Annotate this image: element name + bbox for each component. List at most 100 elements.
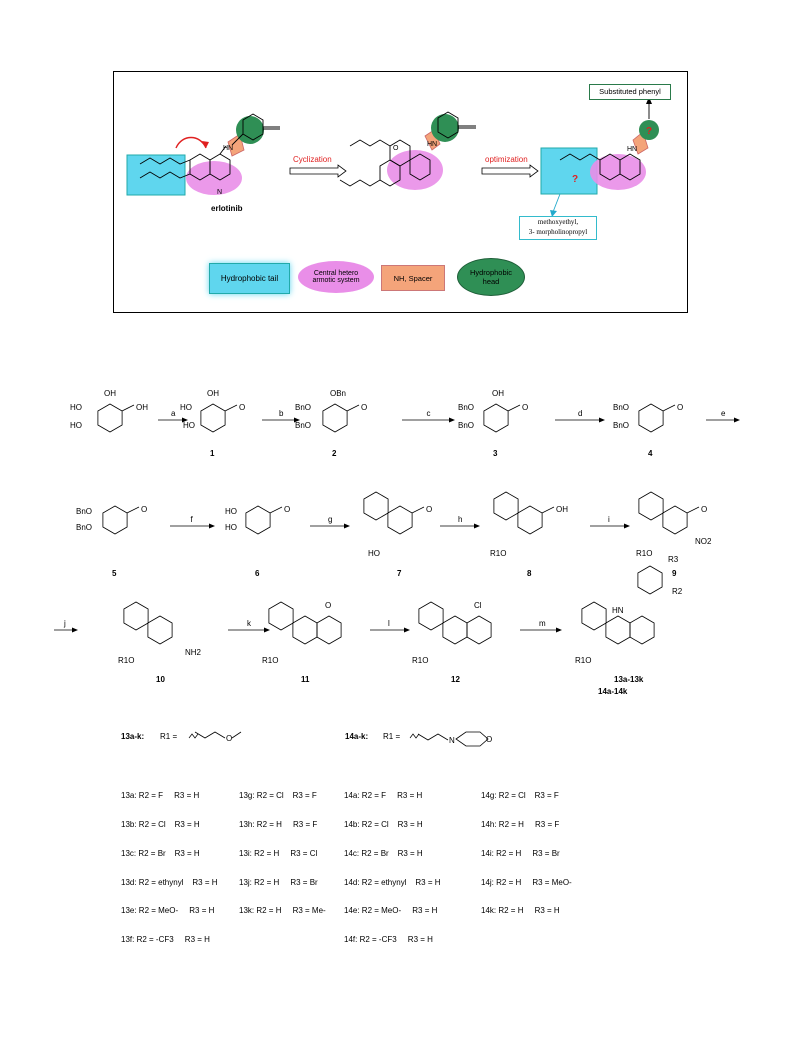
c0-oh: OH — [104, 389, 116, 398]
c13-nh: HN — [612, 606, 624, 615]
substituent-14b: 14b: R2 = Cl R3 = H — [344, 819, 423, 829]
arrow-step-m-label: m — [539, 619, 546, 628]
ester-o-r2-0: O — [141, 505, 147, 514]
hydrophobic-head-highlight — [236, 116, 264, 144]
c10-r1o: R1O — [118, 656, 134, 665]
series14-r1: R1 = — [383, 732, 401, 741]
legend-hydrophobic-tail: Hydrophobic tail — [209, 263, 290, 294]
c2-bno1: BnO — [295, 403, 311, 412]
legend-head-line2: head — [482, 277, 500, 286]
dioxane-ring-r3-1 — [268, 601, 294, 631]
cyclization-arrow — [289, 164, 347, 178]
dioxane-ring-r3-0 — [123, 601, 149, 631]
tail-to-label-arrow — [552, 193, 561, 213]
c5-bno2: BnO — [76, 523, 92, 532]
pyrimidine-ring-r3-2 — [466, 615, 492, 645]
substituent-14c: 14c: R2 = Br R3 = H — [344, 848, 423, 858]
central-system-highlight — [186, 161, 242, 195]
arrow-step-h-head — [474, 523, 480, 529]
ester-o-r2-3: OH — [556, 505, 568, 514]
legend-central-line2: armotic system — [312, 277, 360, 284]
legend-hydrophobic-head: Hydrophobic head — [457, 258, 525, 296]
arrow-step-c-head — [449, 417, 455, 423]
arrow-step-k-head — [264, 627, 270, 633]
methoxyethyl-o: O — [226, 734, 232, 743]
arrow-step-a-label: a — [171, 409, 176, 418]
compound-label-13a-13k: 13a-13k — [614, 675, 644, 684]
dioxane-ring-r2-2 — [363, 491, 389, 521]
substituent-14d: 14d: R2 = ethynyl R3 = H — [344, 877, 441, 887]
arrow-step-l-label: l — [388, 619, 390, 628]
compound-ring-r1-0 — [97, 403, 123, 433]
compound-ring-r2-2 — [387, 505, 413, 535]
dioxane-ring-r2-3 — [493, 491, 519, 521]
arrow-step-d-label: d — [578, 409, 582, 418]
compound-label-4: 4 — [648, 449, 653, 458]
morpholine-n: N — [449, 736, 455, 745]
erlotinib-n-atom: N — [217, 189, 222, 196]
compound-ring-r1-4 — [638, 403, 664, 433]
c2-bno2: BnO — [295, 421, 311, 430]
compound-ring-r3-1 — [292, 615, 318, 645]
arrow-step-f-head — [209, 523, 215, 529]
substituent-14h: 14h: R2 = H R3 = F — [481, 819, 560, 829]
intermediate-o-atom: O — [393, 145, 399, 152]
compound-ring-r1-2 — [322, 403, 348, 433]
arrow-step-g-label: g — [328, 515, 332, 524]
c13-r2: R2 — [672, 587, 683, 596]
substituent-13j: 13j: R2 = H R3 = Br — [239, 877, 318, 887]
ester-o-r1-4: O — [677, 403, 683, 412]
head-question-mark: ? — [646, 126, 652, 137]
pharmacophore-diagram: HN N erlotinib Cyclization O HN optimiza… — [126, 97, 659, 217]
compound-ring-r2-1 — [245, 505, 271, 535]
red-curved-arrow — [175, 136, 207, 149]
c8-r1o: R1O — [490, 549, 506, 558]
c0-ho2: HO — [70, 421, 82, 430]
compound-ring-r2-3 — [517, 505, 543, 535]
pyrimidine-ring-r3-3 — [629, 615, 655, 645]
pharmacophore-panel — [113, 71, 688, 313]
substituent-13d: 13d: R2 = ethynyl R3 = H — [121, 877, 218, 887]
c13-r3: R3 — [668, 555, 679, 564]
c7-ho: HO — [368, 549, 380, 558]
ester-bond-r1-1 — [224, 404, 238, 412]
arrow-step-m-head — [556, 627, 562, 633]
substituent-14k: 14k: R2 = H R3 = H — [481, 906, 560, 916]
tail-option-morpholinopropyl: 3- morpholinopropyl — [528, 228, 588, 236]
series13-r1: R1 = — [160, 732, 178, 741]
arrow-step-b-head — [294, 417, 300, 423]
compound-ring-r1-1 — [200, 403, 226, 433]
compound-label-9: 9 — [672, 569, 677, 578]
substituents-col3: 14a: R2 = F R3 = H 14b: R2 = Cl R3 = H 1… — [344, 772, 441, 954]
optimization-arrow — [481, 164, 539, 178]
dioxane-ring-r3-3 — [581, 601, 607, 631]
c4-bno2: BnO — [613, 421, 629, 430]
compound-label-10: 10 — [156, 675, 165, 684]
substituent-14e: 14e: R2 = MeO- R3 = H — [344, 906, 438, 916]
c3-oh: OH — [492, 389, 504, 398]
c9-no2: NO2 — [695, 537, 712, 546]
substituent-13i: 13i: R2 = H R3 = Cl — [239, 848, 318, 858]
substituted-phenyl-label: Substituted phenyl — [599, 87, 661, 96]
c6-ho1: HO — [225, 507, 237, 516]
compound-label-5: 5 — [112, 569, 117, 578]
compound-label-14a-14k: 14a-14k — [598, 687, 628, 696]
arrow-step-d-head — [599, 417, 605, 423]
compound-label-11: 11 — [301, 675, 310, 684]
hydrophobic-tail-highlight — [126, 154, 186, 196]
optimized-hn-atom: HN — [627, 146, 637, 153]
ester-bond-r2-2 — [411, 506, 425, 514]
c11-r1o: R1O — [262, 656, 278, 665]
arrow-step-k-label: k — [247, 619, 252, 628]
c4-bno1: BnO — [613, 403, 629, 412]
morpholinopropyl-fragment: N O — [409, 731, 492, 747]
arrow-step-c-label: c — [427, 409, 431, 418]
arrow-step-h-label: h — [458, 515, 462, 524]
compound-ring-r2-0 — [102, 505, 128, 535]
intermediate-hn-atom: HN — [427, 141, 437, 148]
c2-obn: OBn — [330, 389, 346, 398]
substituents-col2: 13g: R2 = Cl R3 = F 13h: R2 = H R3 = F 1… — [239, 772, 326, 926]
compound-label-6: 6 — [255, 569, 260, 578]
arrow-step-j-head — [72, 627, 78, 633]
